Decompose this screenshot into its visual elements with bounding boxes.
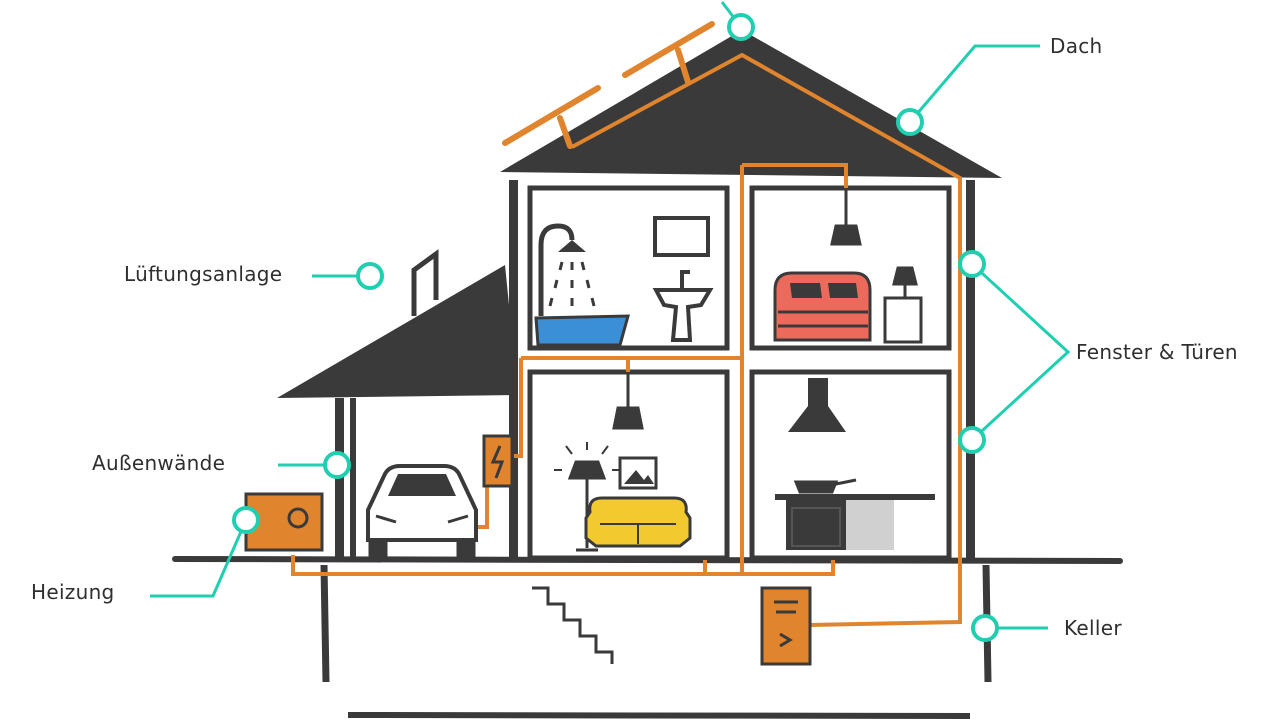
sofa-icon <box>584 496 692 548</box>
lamp-rays <box>554 442 620 471</box>
heater-dial <box>287 507 309 529</box>
sink-icon <box>652 288 714 342</box>
label-keller: Keller <box>1064 616 1122 640</box>
kitchen-cabinet <box>846 500 894 550</box>
pan-icon <box>793 478 857 494</box>
label-heizung: Heizung <box>31 580 115 604</box>
faucet <box>680 270 690 290</box>
chimney-icon <box>411 249 439 316</box>
counter-top <box>775 494 935 500</box>
ceiling-lamp-living <box>612 372 644 430</box>
garage-wall-inner <box>350 398 356 558</box>
nightstand <box>883 296 923 344</box>
pipe-network <box>291 52 962 627</box>
boiler-details <box>774 600 798 648</box>
dot-fenster-top <box>958 250 986 278</box>
boiler-icon <box>760 586 812 666</box>
sofa-lines <box>600 523 676 544</box>
shower-drops <box>548 261 596 307</box>
oven-window <box>791 507 841 547</box>
shower-icon <box>538 223 575 316</box>
solar-panel-icon <box>502 21 715 149</box>
range-hood-icon <box>788 378 846 432</box>
basement-floor <box>347 712 971 719</box>
car-lights <box>375 514 469 524</box>
label-aussenwaende: Außenwände <box>92 451 226 475</box>
dot-solar <box>727 13 755 41</box>
dot-aussenwaende <box>323 451 351 479</box>
label-lueftungsanlage: Lüftungsanlage <box>124 262 283 286</box>
dot-heizung <box>232 506 260 534</box>
picture-mountain <box>624 470 654 484</box>
mirror-icon <box>653 216 710 257</box>
label-fenster-tueren: Fenster & Türen <box>1076 340 1238 364</box>
lightning-symbol <box>490 445 505 479</box>
car-wheels <box>368 540 476 558</box>
foundation-left <box>320 564 330 683</box>
callout-dots <box>232 13 999 642</box>
main-wall-left <box>509 180 518 558</box>
bed-lines <box>778 310 868 328</box>
dot-lueftung <box>356 262 384 290</box>
shower-head <box>558 240 586 252</box>
garage-roof <box>277 265 518 398</box>
callout-lines <box>150 1 1071 630</box>
dot-fenster-bottom <box>958 426 986 454</box>
nightstand-lamp-icon <box>892 266 918 298</box>
stairs-icon <box>532 586 614 664</box>
bathtub-icon <box>534 314 630 347</box>
car-windshield <box>388 474 456 496</box>
room-bathroom <box>527 185 730 351</box>
bed-pillows <box>790 283 858 298</box>
ceiling-lamp-icon <box>830 188 862 246</box>
main-wall-right <box>966 180 975 558</box>
main-roof <box>500 30 1002 178</box>
dot-dach <box>896 108 924 136</box>
dot-keller <box>971 614 999 642</box>
label-dach: Dach <box>1050 34 1103 58</box>
